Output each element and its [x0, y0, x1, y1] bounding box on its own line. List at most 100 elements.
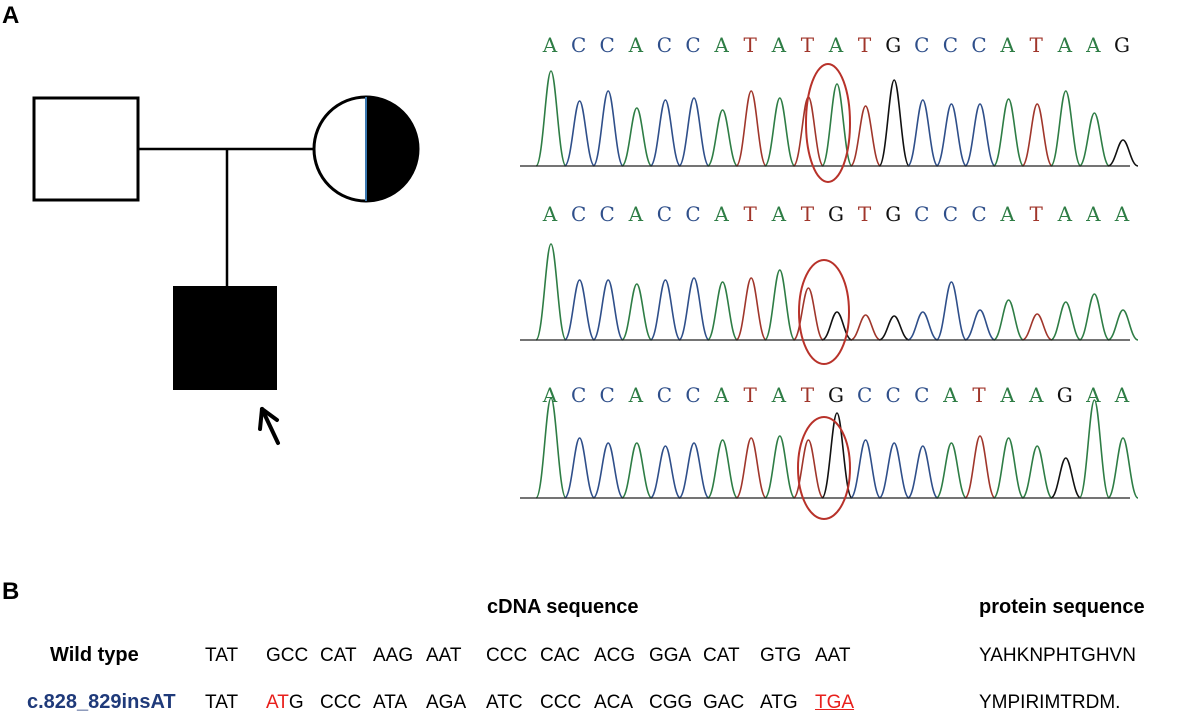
trace-peak — [1078, 293, 1111, 341]
base-letter: A — [1000, 202, 1015, 226]
base-letter: T — [743, 202, 757, 226]
panel-label-b: B — [2, 578, 20, 605]
base-letter: C — [599, 33, 615, 57]
base-letter: A — [771, 202, 787, 226]
base-letter: A — [1057, 33, 1073, 57]
trace-peak — [907, 311, 939, 341]
base-letter: C — [656, 202, 673, 226]
codon: AAT — [815, 645, 851, 666]
trace-peak — [849, 439, 882, 499]
trace-peak — [850, 314, 881, 341]
base-letter: T — [857, 33, 872, 57]
base-letter: G — [828, 383, 844, 407]
trace-peak — [706, 109, 739, 167]
codon: CAC — [540, 645, 581, 666]
proband-arrow-icon — [258, 407, 280, 445]
mutant-protein: YMPIRIMTRDM. — [979, 692, 1121, 713]
trace-peak — [649, 445, 682, 499]
base-letter: C — [685, 33, 701, 57]
base-letter: T — [743, 33, 757, 57]
trace-peak — [563, 437, 596, 499]
trace-peak — [1050, 90, 1082, 167]
base-letter: C — [971, 33, 987, 57]
base-letter: C — [885, 383, 901, 407]
base-letter: G — [828, 202, 844, 226]
codon: CCC — [486, 645, 528, 666]
trace-peak — [678, 97, 710, 167]
highlight-circle-1 — [805, 63, 851, 183]
trace-peak — [621, 283, 653, 341]
base-letter: A — [714, 202, 729, 226]
trace-peak — [735, 437, 767, 499]
base-letter: A — [771, 33, 787, 57]
trace-peak — [1021, 445, 1053, 499]
trace-peak — [992, 437, 1025, 499]
base-letter: T — [800, 33, 815, 57]
codon: CCC — [320, 692, 362, 713]
cdna-sequence-header: cDNA sequence — [487, 596, 639, 618]
base-letter: C — [570, 383, 587, 407]
trace-peak — [878, 315, 910, 341]
highlight-circle-3 — [797, 416, 851, 520]
trace-peak — [792, 287, 825, 341]
trace-peak — [764, 435, 796, 499]
stop-codon: TGA — [815, 692, 855, 713]
trace-peak — [678, 442, 710, 499]
codon: ATG — [760, 692, 798, 713]
trace-peak — [1107, 437, 1139, 499]
base-letter: C — [942, 202, 959, 226]
trace-peak — [992, 98, 1025, 167]
trace-peak — [678, 277, 710, 341]
wild-type-label: Wild type — [50, 644, 139, 666]
trace-peak — [563, 100, 596, 167]
trace-peak — [735, 277, 767, 341]
base-letter: C — [971, 202, 987, 226]
base-letter: T — [972, 383, 986, 407]
trace-peak — [1021, 103, 1053, 167]
trace-peak — [1050, 301, 1082, 341]
base-letter: A — [542, 33, 558, 57]
base-letter: C — [914, 33, 930, 57]
trace-peak — [706, 439, 739, 499]
trace-peak — [592, 442, 624, 499]
trace-peak — [1021, 313, 1053, 341]
trace-peak — [592, 90, 624, 167]
trace-peak — [649, 279, 682, 341]
base-letter: G — [885, 202, 902, 226]
base-letter: A — [628, 33, 644, 57]
base-letter: T — [800, 202, 815, 226]
codon-rest: G — [288, 692, 304, 713]
base-letter: A — [1057, 202, 1073, 226]
mutant-label: c.828_829insAT — [27, 691, 176, 713]
codon: ACG — [594, 645, 636, 666]
trace-peak — [849, 105, 882, 167]
base-letter: A — [1086, 383, 1101, 407]
trace-peak — [821, 412, 853, 499]
codon: CAT — [703, 645, 740, 666]
trace-peak — [764, 269, 796, 341]
trace-peak — [706, 281, 739, 341]
base-letter: A — [1000, 33, 1015, 57]
trace-peak — [535, 243, 567, 341]
inserted-bases: AT — [266, 692, 289, 713]
codon: GAC — [703, 692, 745, 713]
trace-peak — [907, 99, 939, 167]
base-letter: A — [1086, 202, 1101, 226]
trace-peak — [964, 435, 996, 499]
base-letter: T — [857, 202, 872, 226]
trace-peak — [907, 445, 939, 499]
base-letter: C — [685, 202, 701, 226]
trace-peak — [649, 99, 682, 167]
trace-peak — [1078, 399, 1111, 499]
trace-peak — [878, 79, 910, 167]
base-letter: T — [800, 383, 815, 407]
base-letter: A — [771, 383, 787, 407]
wild-type-protein: YAHKNPHTGHVN — [979, 645, 1136, 666]
trace-peak — [792, 96, 825, 167]
trace-peak — [1078, 112, 1111, 167]
base-letter: A — [1000, 383, 1015, 407]
codon: GCC — [266, 645, 309, 666]
trace-peak — [964, 103, 996, 167]
codon: ATG — [266, 692, 304, 714]
base-letter: A — [828, 33, 844, 57]
